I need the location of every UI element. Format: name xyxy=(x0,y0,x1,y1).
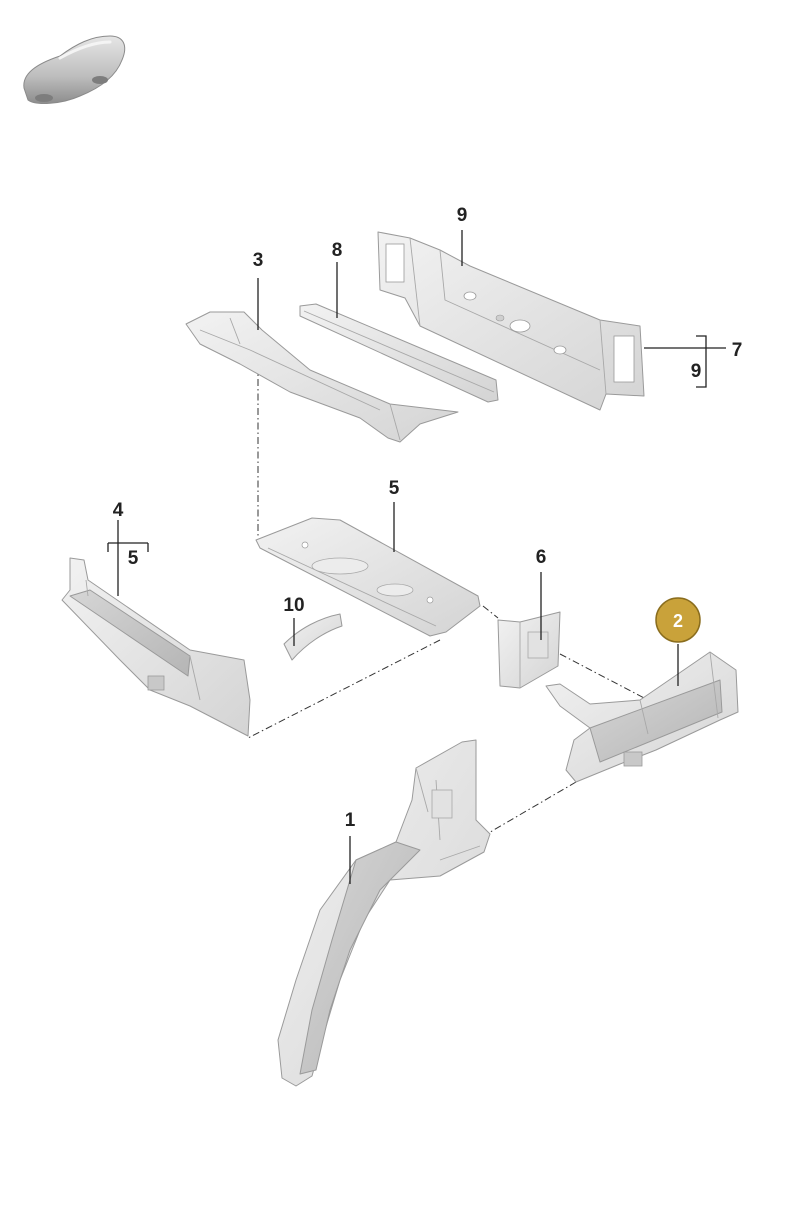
callout-7[interactable]: 7 xyxy=(732,340,743,361)
callout-1[interactable]: 1 xyxy=(345,810,356,831)
callout-6[interactable]: 6 xyxy=(536,547,547,568)
part-1-wheel-arch[interactable] xyxy=(277,739,491,1087)
part-6-panel[interactable] xyxy=(497,611,561,689)
callout-7-sub-9[interactable]: 9 xyxy=(691,361,702,382)
callout-4[interactable]: 4 xyxy=(113,500,124,521)
callout-2[interactable]: 2 xyxy=(673,611,683,631)
callout-5[interactable]: 5 xyxy=(389,478,400,499)
part-2-longitudinal-member[interactable] xyxy=(545,651,739,783)
part-8-strip[interactable] xyxy=(299,303,499,403)
callout-10[interactable]: 10 xyxy=(283,595,304,616)
callout-9[interactable]: 9 xyxy=(457,205,468,226)
assembly-lines xyxy=(247,350,649,839)
callout-3[interactable]: 3 xyxy=(253,250,264,271)
callout-8[interactable]: 8 xyxy=(332,240,343,261)
part-3-cross-member[interactable] xyxy=(185,311,459,443)
callout-2-badge[interactable]: 2 xyxy=(655,597,701,643)
car-silhouette-icon xyxy=(23,35,126,104)
callout-labels: 9 8 3 7 9 5 4 5 6 10 1 xyxy=(113,205,743,831)
part-5-floor-panel[interactable] xyxy=(255,517,481,637)
part-9-rear-panel[interactable] xyxy=(377,231,645,411)
callout-4-sub-5[interactable]: 5 xyxy=(128,548,139,569)
part-10-bracket[interactable] xyxy=(283,613,343,661)
part-4-side-member[interactable] xyxy=(61,557,251,737)
leader-lines xyxy=(107,230,726,884)
